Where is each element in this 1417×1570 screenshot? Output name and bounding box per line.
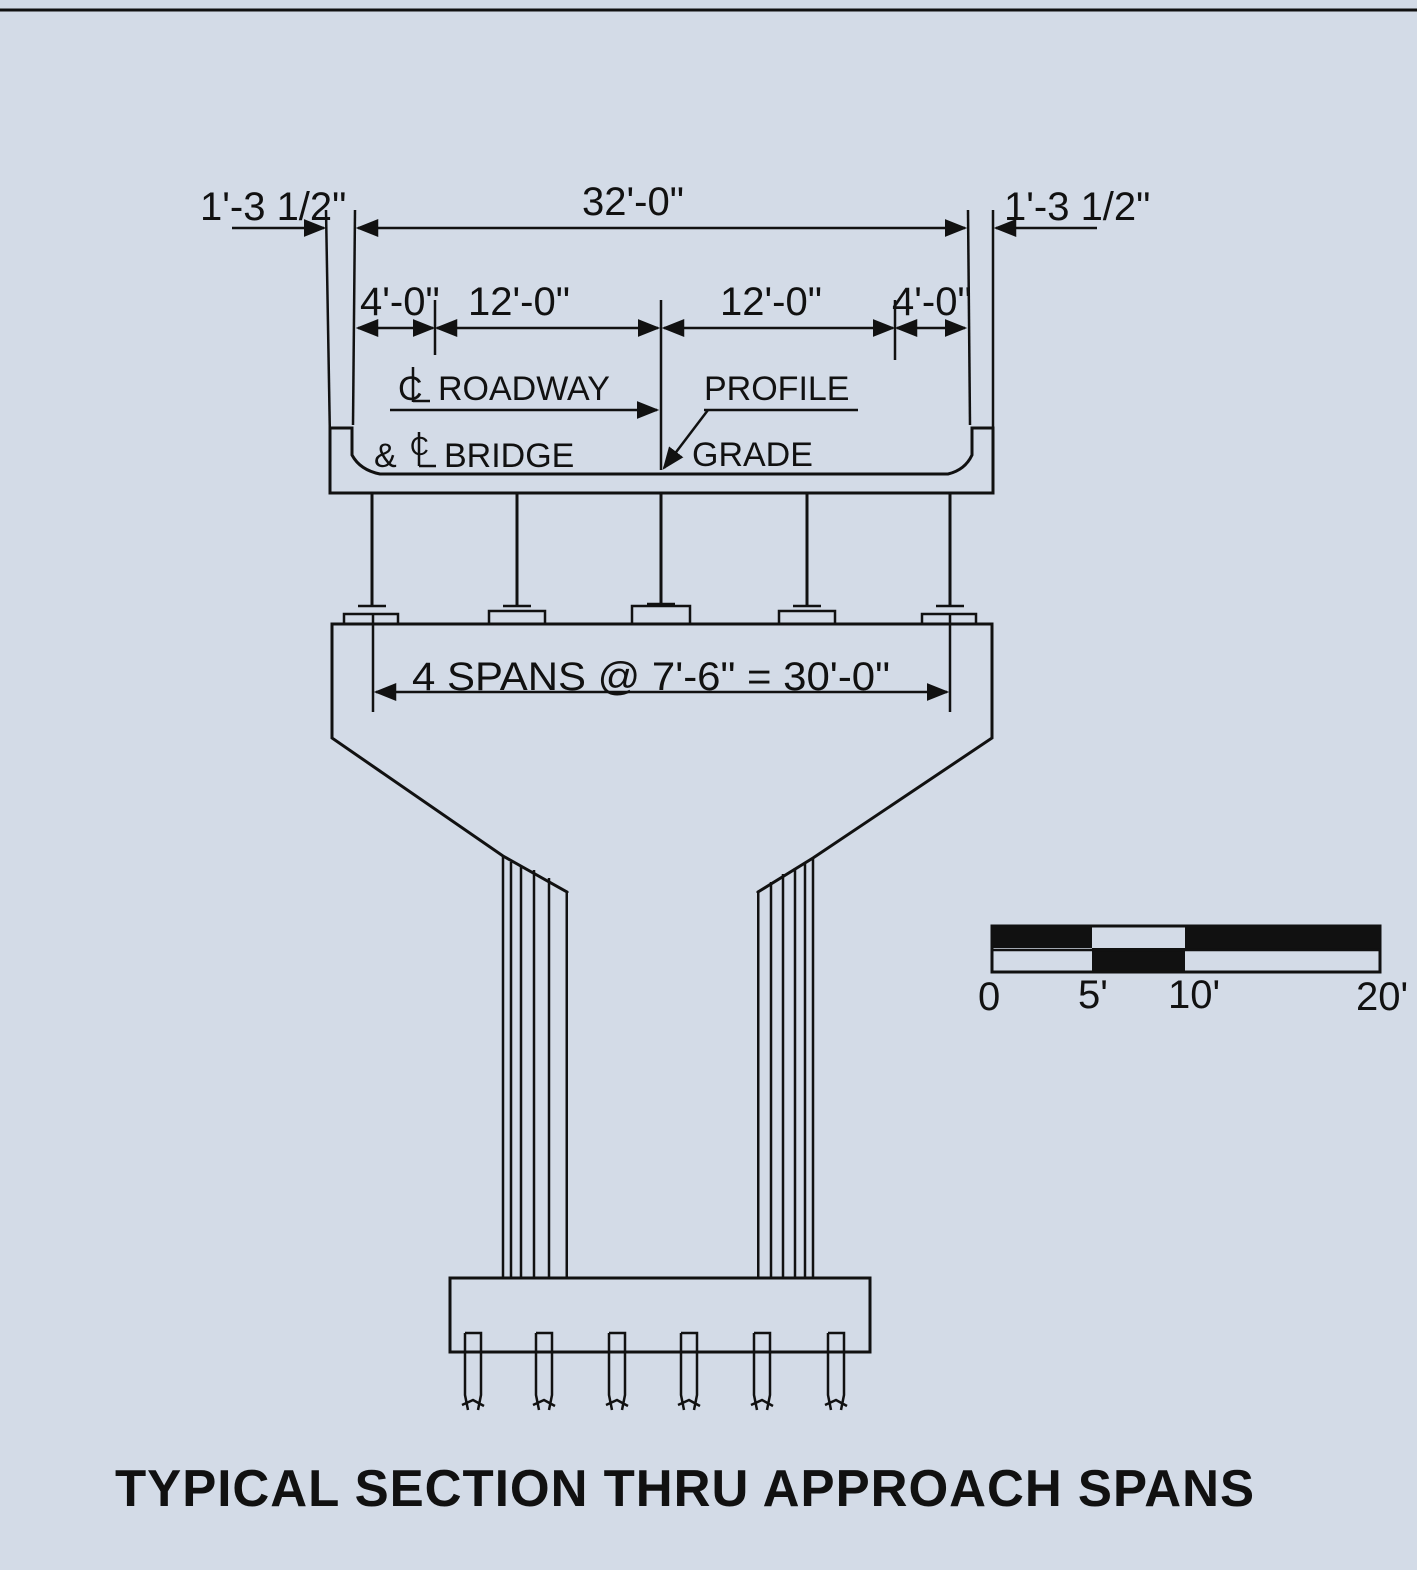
girder-1: [342, 491, 400, 626]
left-curb-dim: 1'-3 1/2": [200, 185, 346, 229]
sidewalk-right-dim: 4'-0": [892, 280, 972, 324]
column-void: [568, 893, 757, 1277]
piles: [461, 1331, 848, 1411]
centerline-symbol-bridge: & C: [374, 431, 436, 475]
drawing-title: TYPICAL SECTION THRU APPROACH SPANS: [115, 1460, 1255, 1518]
scale-label-20: 20': [1356, 975, 1408, 1019]
centerline-roadway-label: ROADWAY: [438, 370, 610, 408]
scale-label-10: 10': [1168, 973, 1220, 1017]
pier-column-lines: [501, 856, 815, 1278]
dimension-lines: [232, 209, 1097, 712]
svg-text:C: C: [398, 370, 423, 408]
lane-right-dim: 12'-0": [720, 280, 822, 324]
girders: [342, 491, 978, 626]
girder-3: [630, 491, 692, 626]
sidewalk-left-dim: 4'-0": [360, 280, 440, 324]
centerline-symbol-roadway: C: [398, 367, 430, 408]
scale-label-5: 5': [1078, 973, 1108, 1017]
scale-bar: [990, 924, 1382, 974]
footing: [448, 1276, 872, 1354]
grade-label: GRADE: [692, 436, 813, 474]
centerline-bridge-label: BRIDGE: [444, 437, 574, 475]
lane-left-dim: 12'-0": [468, 280, 570, 324]
overall-width-dim: 32'-0": [582, 180, 684, 224]
svg-text:&: &: [374, 437, 397, 475]
scale-label-0: 0: [978, 975, 1000, 1019]
girder-4: [777, 491, 837, 626]
beam-spacing-dim: 4 SPANS @ 7'-6" = 30'-0": [412, 655, 890, 699]
bridge-deck: [328, 426, 995, 495]
right-curb-dim: 1'-3 1/2": [1004, 185, 1150, 229]
girder-2: [487, 491, 547, 626]
girder-5: [920, 491, 978, 626]
profile-label: PROFILE: [704, 370, 849, 408]
